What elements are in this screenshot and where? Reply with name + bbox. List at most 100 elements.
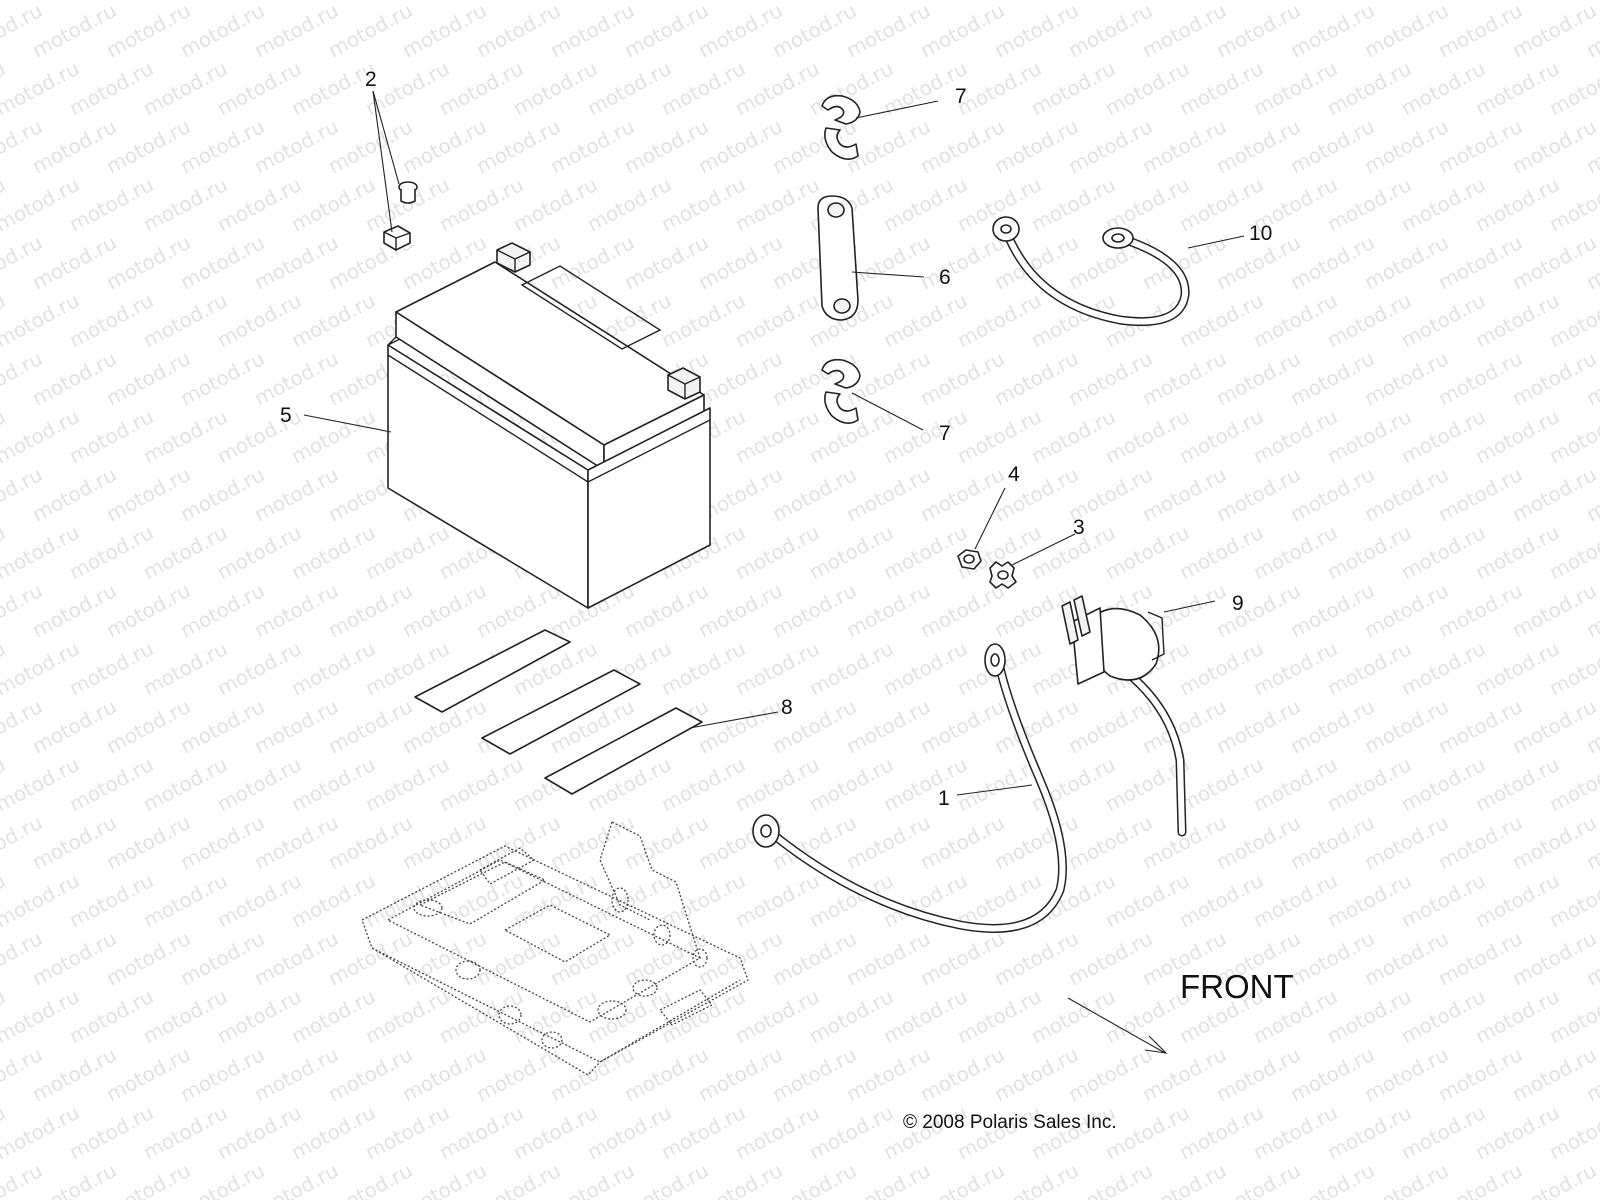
watermark-text: motod.ru [1138,114,1230,178]
watermark-text: motod.ru [65,984,157,1048]
watermark-text: motod.ru [435,1100,527,1164]
watermark-text: motod.ru [620,810,712,874]
watermark-text: motod.ru [1360,810,1452,874]
watermark-text: motod.ru [435,172,527,236]
watermark-text: motod.ru [694,578,786,642]
callout-9: 9 [1232,592,1244,615]
watermark-text: motod.ru [1212,578,1304,642]
watermark-text: motod.ru [990,462,1082,526]
watermark-text: motod.ru [1175,404,1267,468]
watermark-text: motod.ru [102,578,194,642]
watermark-text: motod.ru [1027,404,1119,468]
watermark-text: motod.ru [1175,868,1267,932]
watermark-text: motod.ru [879,636,971,700]
watermark-text: motod.ru [731,984,823,1048]
watermark-text: motod.ru [213,636,305,700]
watermark-text: motod.ru [28,926,120,990]
watermark-text: motod.ru [65,636,157,700]
watermark-text: motod.ru [1249,636,1341,700]
watermark-text: motod.ru [324,810,416,874]
watermark-text: motod.ru [1175,752,1267,816]
watermark-text: motod.ru [805,636,897,700]
watermark-text: motod.ru [1323,288,1415,352]
watermark-text: motod.ru [1027,868,1119,932]
watermark-text: motod.ru [287,520,379,584]
watermark-text: motod.ru [583,984,675,1048]
watermark-text: motod.ru [139,1100,231,1164]
watermark-text: motod.ru [472,926,564,990]
watermark-text: motod.ru [990,346,1082,410]
watermark-text: motod.ru [1323,752,1415,816]
watermark-text: motod.ru [620,578,712,642]
watermark-text: motod.ru [65,172,157,236]
watermark-text: motod.ru [65,752,157,816]
part-8-pads [414,629,703,795]
battery-tray [361,821,749,1076]
watermark-text: motod.ru [250,0,342,62]
watermark-text: motod.ru [1508,0,1600,62]
watermark-text: motod.ru [1471,520,1563,584]
callout-6: 6 [939,266,951,289]
watermark-text: motod.ru [731,404,823,468]
watermark-text: motod.ru [28,462,120,526]
watermark-text: motod.ru [731,520,823,584]
watermark-text: motod.ru [1508,694,1600,758]
watermark-text: motod.ru [361,984,453,1048]
watermark-text: motod.ru [1471,288,1563,352]
watermark-text: motod.ru [102,346,194,410]
watermark-text: motod.ru [1360,0,1452,62]
watermark-text: motod.ru [1249,288,1341,352]
watermark-text: motod.ru [472,1042,564,1106]
watermark-text: motod.ru [1249,56,1341,120]
watermark-text: motod.ru [916,926,1008,990]
watermark-text: motod.ru [657,868,749,932]
watermark-text: motod.ru [731,172,823,236]
watermark-text: motod.ru [1434,694,1526,758]
watermark-text: motod.ru [287,172,379,236]
callout-5: 5 [280,404,292,427]
watermark-text: motod.ru [1212,1042,1304,1106]
watermark-text: motod.ru [361,1100,453,1164]
watermark-text: motod.ru [1360,694,1452,758]
watermark-text: motod.ru [546,1042,638,1106]
watermark-text: motod.ru [805,984,897,1048]
watermark-text: motod.ru [176,926,268,990]
watermark-text: motod.ru [1397,984,1489,1048]
watermark-text: motod.ru [1323,636,1415,700]
leader-lines [303,90,1245,796]
watermark-text: motod.ru [1471,1100,1563,1164]
watermark-text: motod.ru [28,1042,120,1106]
watermark-text: motod.ru [28,346,120,410]
watermark-text: motod.ru [546,810,638,874]
watermark-text: motod.ru [1286,230,1378,294]
watermark-text: motod.ru [1175,520,1267,584]
watermark-text: motod.ru [694,0,786,62]
callout-2: 2 [365,68,377,91]
watermark-text: motod.ru [1027,56,1119,120]
watermark-text: motod.ru [0,1158,46,1200]
watermark-text: motod.ru [1508,114,1600,178]
watermark-text: motod.ru [657,288,749,352]
watermark-text: motod.ru [1212,346,1304,410]
watermark-text: motod.ru [546,114,638,178]
watermark-text: motod.ru [287,404,379,468]
watermark-text: motod.ru [1323,984,1415,1048]
watermark-text: motod.ru [657,1100,749,1164]
watermark-text: motod.ru [472,810,564,874]
watermark-text: motod.ru [139,288,231,352]
watermark-text: motod.ru [139,404,231,468]
watermark-text: motod.ru [0,0,83,4]
watermark-text: motod.ru [1434,0,1526,62]
watermark-text: motod.ru [620,1042,712,1106]
watermark-text: motod.ru [1064,810,1156,874]
watermark-text: motod.ru [1508,230,1600,294]
watermark-text: motod.ru [916,810,1008,874]
watermark-text: motod.ru [65,56,157,120]
watermark-text: motod.ru [398,926,490,990]
watermark-text: motod.ru [287,288,379,352]
watermark-text: motod.ru [694,1042,786,1106]
watermark-text: motod.ru [398,0,490,62]
watermark-text: motod.ru [1212,114,1304,178]
watermark-text: motod.ru [1138,1042,1230,1106]
